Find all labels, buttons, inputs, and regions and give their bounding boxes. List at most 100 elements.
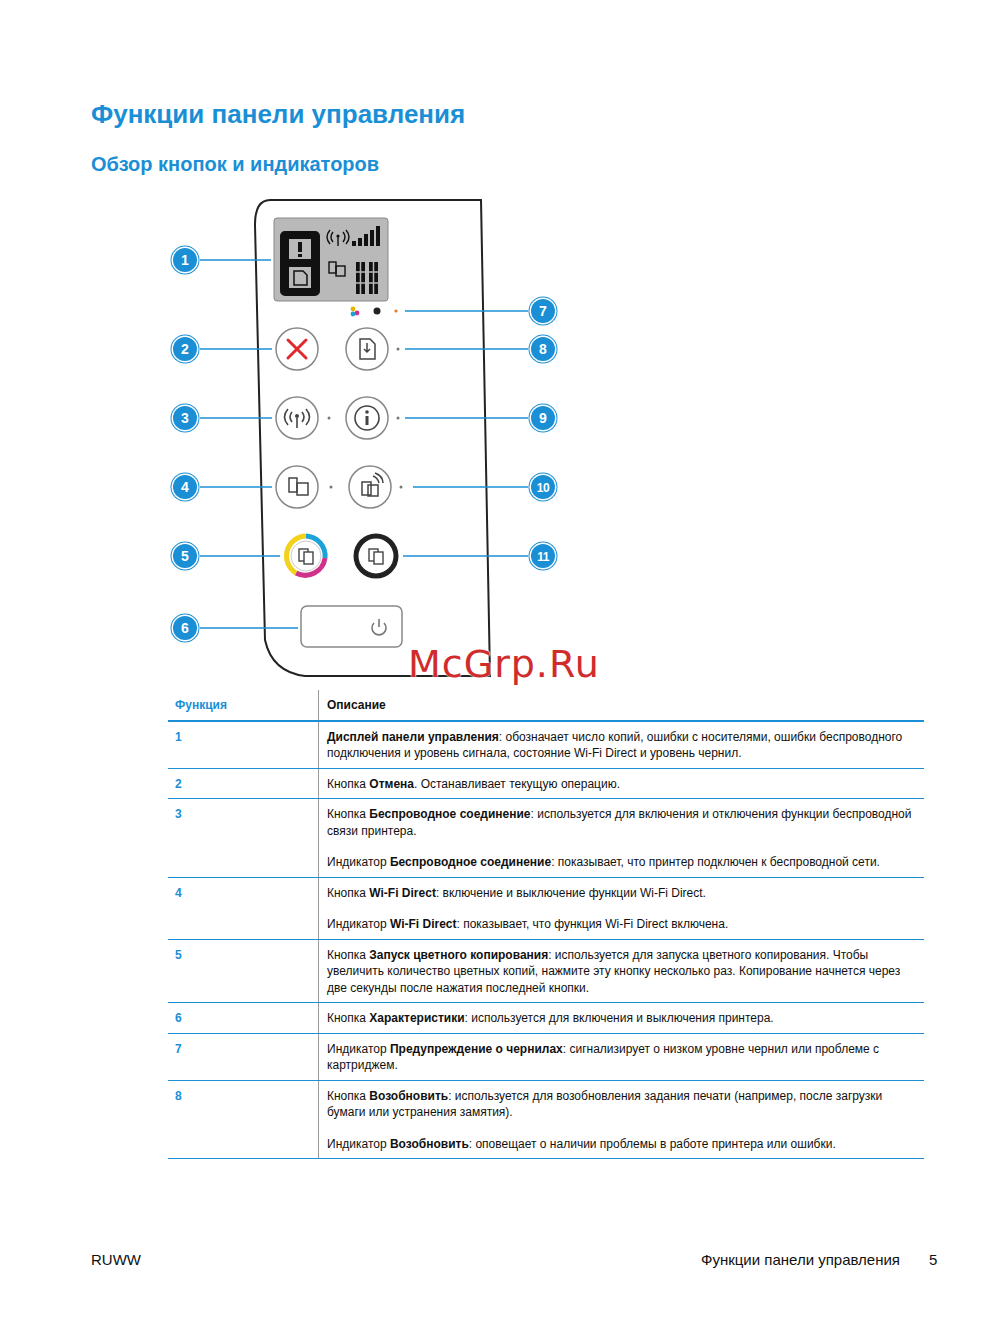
table-header: Описание <box>327 698 386 712</box>
table-cell: Кнопка Запуск цветного копирования: испо… <box>319 940 924 1003</box>
description: Кнопка Запуск цветного копирования: испо… <box>327 947 916 997</box>
callout-text: 7 <box>539 303 547 319</box>
feature-name: Беспроводное соединение <box>369 807 530 821</box>
page-title: Функции панели управления <box>91 99 465 130</box>
info-button <box>346 397 388 439</box>
ink-level-bars <box>356 262 378 294</box>
feature-name: Предупреждение о чернилах <box>390 1042 563 1056</box>
feature-name: Отмена <box>369 777 414 791</box>
table-header: Функция <box>175 698 227 712</box>
table-row: 1Дисплей панели управления: обозначает ч… <box>168 722 924 769</box>
description: Кнопка Беспроводное соединение: использу… <box>327 806 916 839</box>
description-text: Кнопка <box>327 1089 369 1103</box>
callout-number: 5 <box>173 544 197 568</box>
description: Кнопка Возобновить: используется для воз… <box>327 1088 916 1121</box>
description: Индикатор Предупреждение о чернилах: сиг… <box>327 1041 916 1074</box>
description-text: Кнопка <box>327 777 369 791</box>
section-heading: Обзор кнопок и индикаторов <box>91 153 379 176</box>
table-cell: 4 <box>168 878 319 939</box>
description: Индикатор Wi-Fi Direct: показывает, что … <box>327 916 916 933</box>
row-number: 6 <box>175 1011 182 1025</box>
power-button <box>301 606 402 647</box>
table-cell: Индикатор Предупреждение о чернилах: сиг… <box>319 1034 924 1080</box>
warning-symbol <box>298 254 302 257</box>
description: Индикатор Возобновить: оповещает о налич… <box>327 1136 916 1153</box>
resume-icon <box>360 339 375 359</box>
description-text: Индикатор <box>327 917 390 931</box>
table-row: 6 Кнопка Характеристики: используется для… <box>168 1003 924 1034</box>
feature-name: Характеристики <box>369 1011 464 1025</box>
table-cell: 5 <box>168 940 319 1003</box>
description: Индикатор Беспроводное соединение: показ… <box>327 854 916 871</box>
row-number: 7 <box>175 1042 182 1056</box>
callout-number: 11 <box>531 544 555 568</box>
cancel-button <box>276 328 318 370</box>
callout-number: 4 <box>173 475 197 499</box>
description-text: : показывает, что функция Wi-Fi Direct в… <box>457 917 729 931</box>
seven-segment-digit <box>280 231 320 296</box>
callout-text: 3 <box>181 410 189 426</box>
description-text: : включение и выключение функции Wi-Fi D… <box>436 886 706 900</box>
table-cell: 2 <box>168 769 319 799</box>
resume-button <box>346 328 388 370</box>
feature-table: Функция Описание 1Дисплей панели управлени… <box>168 690 924 1159</box>
watermark: McGrp.Ru <box>408 642 600 686</box>
row-number: 4 <box>175 886 182 900</box>
callout-text: 11 <box>537 550 549 564</box>
table-cell: Описание <box>319 690 924 720</box>
description: Кнопка Отмена. Останавливает текущую опе… <box>327 776 916 793</box>
warning-symbol <box>298 242 302 252</box>
description-text: Кнопка <box>327 948 369 962</box>
table-cell: Кнопка Возобновить: используется для воз… <box>319 1081 924 1159</box>
feature-name: Wi-Fi Direct <box>369 886 436 900</box>
callout-text: 10 <box>537 481 549 495</box>
feature-name: Возобновить <box>390 1137 469 1151</box>
callout-text: 8 <box>539 341 547 357</box>
table-header-row: Функция Описание <box>168 690 924 722</box>
table-cell: 7 <box>168 1034 319 1080</box>
callout-number: 6 <box>173 616 197 640</box>
wifi-direct-icon <box>289 478 308 495</box>
callout-text: 4 <box>181 479 189 495</box>
description-text: Индикатор <box>327 855 390 869</box>
description: Дисплей панели управления: обозначает чи… <box>327 729 916 762</box>
table-cell: 8 <box>168 1081 319 1159</box>
description-text: : показывает, что принтер подключен к бе… <box>551 855 880 869</box>
description: Кнопка Характеристики: используется для … <box>327 1010 916 1027</box>
callout-number: 10 <box>531 475 555 499</box>
leader-lines <box>200 260 528 628</box>
wifi-direct-button <box>276 466 318 508</box>
black-copy-button <box>356 536 396 576</box>
callout-text: 1 <box>181 252 189 268</box>
wifi-direct-status-icon <box>329 262 345 276</box>
callout-number: 9 <box>531 406 555 430</box>
media-icon <box>294 271 307 285</box>
feature-name: Возобновить <box>369 1089 448 1103</box>
table-row: 5 Кнопка Запуск цветного копирования: исп… <box>168 940 924 1004</box>
panel-outline <box>255 200 490 676</box>
cancel-icon <box>288 340 306 358</box>
wireless-button <box>276 397 318 439</box>
mobile-print-icon <box>362 473 383 496</box>
description-text: . Останавливает текущую операцию. <box>414 777 620 791</box>
wireless-icon <box>285 409 310 428</box>
callout-number: 8 <box>531 337 555 361</box>
callout-number: 2 <box>173 337 197 361</box>
footer-text: RUWW <box>91 1251 141 1268</box>
table-row: 7 Индикатор Предупреждение о чернилах: си… <box>168 1034 924 1081</box>
row-number: 5 <box>175 948 182 962</box>
table-cell: Дисплей панели управления: обозначает чи… <box>319 722 924 768</box>
description-text: : оповещает о наличии проблемы в работе … <box>469 1137 836 1151</box>
table-cell: Кнопка Характеристики: используется для … <box>319 1003 924 1033</box>
table-cell: Кнопка Wi-Fi Direct: включение и выключе… <box>319 878 924 939</box>
table-row: 3Кнопка Беспроводное соединение: использ… <box>168 799 924 878</box>
page-number: 5 <box>929 1251 937 1268</box>
description-text: Индикатор <box>327 1137 390 1151</box>
feature-name: Запуск цветного копирования <box>369 948 548 962</box>
callout-text: 5 <box>181 548 189 564</box>
table-cell: Кнопка Беспроводное соединение: использу… <box>319 799 924 877</box>
callout-text: 9 <box>539 410 547 426</box>
wifi-status-icon <box>327 230 349 246</box>
table-cell: Функция <box>168 690 319 720</box>
callout-number: 3 <box>173 406 197 430</box>
